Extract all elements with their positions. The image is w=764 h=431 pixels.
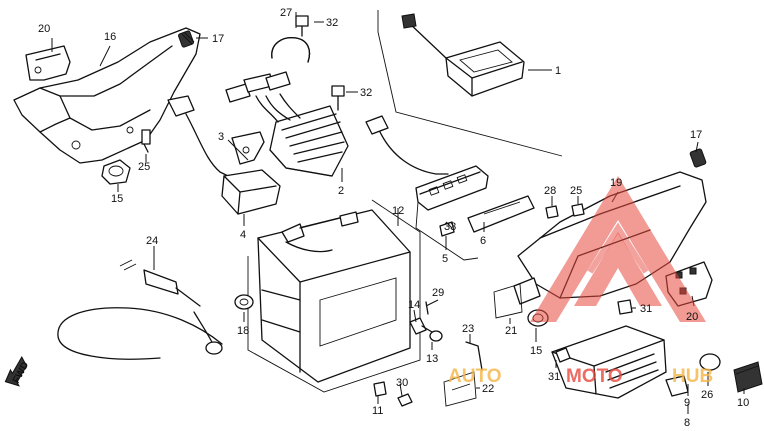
panel-21 [493, 283, 523, 319]
label-plate [443, 371, 477, 407]
connector-31 [555, 347, 571, 363]
part-labels: 1 2 3 4 5 6 8 9 10 11 12 13 14 15 15 16 … [38, 7, 749, 429]
bolt-regulator [331, 85, 345, 111]
part-label-22: 22 [482, 383, 494, 395]
terminal-bolt [409, 317, 433, 335]
regulator-rectifier [269, 105, 349, 177]
part-label-20-right: 20 [686, 311, 698, 323]
part-label-3: 3 [218, 131, 224, 143]
bracket-outline-5 [415, 201, 479, 261]
forward-arrow: FWD [4, 356, 31, 387]
side-cover-emblem [513, 277, 541, 305]
part-label-17-top: 17 [212, 33, 224, 45]
battery [257, 209, 411, 383]
part-label-13: 13 [426, 353, 438, 365]
part-label-25-left: 25 [138, 161, 150, 173]
part-label-23: 23 [462, 323, 474, 335]
part-label-9: 9 [684, 397, 690, 409]
drain-nut [397, 393, 413, 407]
bolt-top [295, 15, 309, 37]
bolt-left [141, 129, 151, 153]
part-label-18: 18 [237, 325, 249, 337]
part-label-5: 5 [442, 253, 448, 265]
part-label-17-right: 17 [690, 129, 702, 141]
part-label-32-middle: 32 [360, 87, 372, 99]
part-label-31-bottom: 31 [548, 371, 560, 383]
forward-label: FWD [11, 360, 31, 385]
lower-electrical-unit [551, 325, 667, 399]
part-label-28: 28 [544, 185, 556, 197]
part-label-11: 11 [372, 405, 383, 417]
rubber-bushing-left [101, 159, 131, 185]
watermark-text-1: AUTO [448, 366, 501, 387]
part-label-24: 24 [146, 235, 158, 247]
grommet-top [178, 30, 195, 48]
bracket-outline-1 [377, 10, 563, 157]
screw-right-31 [617, 299, 633, 315]
bolt-right-25 [571, 203, 585, 217]
part-label-30: 30 [396, 377, 408, 389]
part-label-4: 4 [240, 229, 246, 241]
grommet-right [689, 148, 707, 168]
part-label-14: 14 [408, 299, 420, 311]
part-label-15-left: 15 [111, 193, 123, 205]
part-label-16: 16 [104, 31, 116, 43]
part-label-21: 21 [505, 325, 517, 337]
breather-tube [57, 259, 223, 360]
part-label-29: 29 [432, 287, 444, 299]
part-label-10: 10 [737, 397, 749, 409]
part-label-32-top: 32 [326, 17, 338, 29]
part-label-8: 8 [684, 417, 690, 429]
regulator-bracket [231, 131, 265, 165]
fuse-wire [365, 115, 449, 175]
part-label-27: 27 [280, 7, 292, 19]
drain-bolt [373, 381, 387, 397]
bolt-right-28 [545, 205, 559, 219]
rubber-band [271, 37, 311, 63]
watermark-text-3: HUB [672, 366, 713, 387]
mounting-bracket-left [25, 45, 71, 81]
part-label-1: 1 [555, 65, 561, 77]
part-label-25-right: 25 [570, 185, 582, 197]
part-label-31-right: 31 [640, 303, 652, 315]
part-label-2: 2 [338, 185, 344, 197]
part-label-6: 6 [480, 235, 486, 247]
part-label-12: 12 [392, 205, 404, 217]
terminal-nut [429, 330, 443, 342]
left-side-cover [13, 27, 201, 164]
watermark-text-2: MOTO [566, 366, 623, 387]
flasher-relay [733, 361, 763, 393]
relay-bracket [699, 353, 721, 371]
connector-wire-4 [167, 95, 281, 215]
battery-cushion-washer [234, 294, 254, 310]
part-label-19: 19 [610, 177, 622, 189]
battery-box-outline [247, 199, 421, 393]
part-label-20-left: 20 [38, 23, 50, 35]
part-label-33: 33 [444, 221, 456, 233]
part-label-15-right: 15 [530, 345, 542, 357]
watermark: AUTO MOTO HUB [448, 176, 713, 387]
control-unit [401, 13, 525, 97]
terminal-screw [425, 301, 429, 315]
part-label-26: 26 [701, 389, 713, 401]
regulator-wiring [225, 71, 301, 123]
fuse-cover [467, 195, 535, 233]
